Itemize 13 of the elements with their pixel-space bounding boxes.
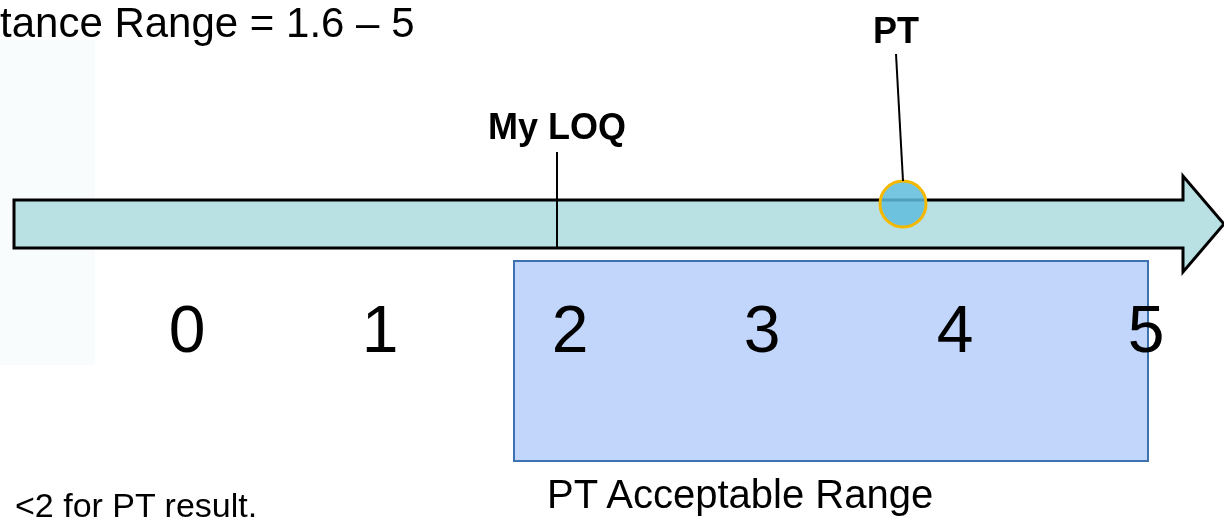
note-text: <2 for PT result. xyxy=(15,488,258,522)
axis-number: 1 xyxy=(361,296,399,362)
axis-number: 0 xyxy=(168,296,206,362)
axis-number: 2 xyxy=(551,296,589,362)
leader-line xyxy=(895,53,904,182)
marker-label: PT xyxy=(872,13,920,49)
range-title: PT Acceptable Range xyxy=(547,474,934,514)
leader-line xyxy=(556,151,558,249)
axis-number: 5 xyxy=(1127,296,1165,362)
marker-label: My LOQ xyxy=(487,109,627,145)
heading-text: tance Range = 1.6 – 5 xyxy=(0,2,415,44)
axis-number: 3 xyxy=(743,296,781,362)
axis-number: 4 xyxy=(936,296,974,362)
